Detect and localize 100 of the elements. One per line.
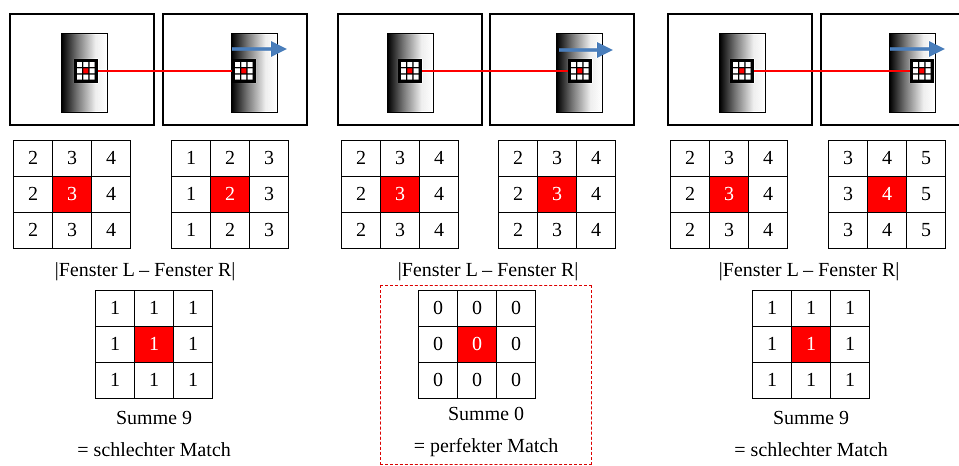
table-cell: 2: [671, 177, 709, 212]
table-cell: 3: [53, 177, 91, 212]
result-text: = schlechter Match: [77, 438, 231, 463]
pixel-window-icon: [568, 59, 592, 83]
table-cell: 1: [135, 363, 173, 398]
connector-line: [98, 70, 232, 72]
table-cell: 1: [753, 363, 791, 398]
table-cell: 4: [577, 141, 615, 176]
table-cell: 2: [342, 141, 380, 176]
table-cell: 0: [458, 327, 496, 362]
table-cell: 1: [172, 213, 210, 248]
table-cell: 3: [250, 141, 288, 176]
table-cell: 4: [92, 177, 130, 212]
table-cell: 0: [497, 363, 535, 398]
table-cell: 2: [499, 141, 537, 176]
table-cell: 5: [907, 177, 945, 212]
connector-line: [422, 70, 568, 72]
table-cell: 2: [14, 213, 52, 248]
table-cell: 2: [211, 141, 249, 176]
image-frame: [820, 13, 959, 126]
table-cell: 4: [420, 177, 458, 212]
table-cell: 3: [829, 141, 867, 176]
table-cell: 5: [907, 213, 945, 248]
table-cell: 1: [96, 363, 134, 398]
table-cell: 0: [497, 327, 535, 362]
table-cell: 1: [753, 291, 791, 326]
table-cell: 1: [172, 177, 210, 212]
table-cell: 4: [868, 177, 906, 212]
table-cell: 3: [53, 141, 91, 176]
table-cell: 4: [92, 141, 130, 176]
table-cell: 4: [420, 213, 458, 248]
table-cell: 1: [96, 327, 134, 362]
table-cell: 1: [135, 291, 173, 326]
table-cell: 1: [831, 363, 869, 398]
table-cell: 1: [135, 327, 173, 362]
table-cell: 3: [250, 213, 288, 248]
table-cell: 1: [792, 363, 830, 398]
table-cell: 4: [749, 141, 787, 176]
table-cell: 1: [831, 291, 869, 326]
table-cell: 2: [14, 141, 52, 176]
pixel-window-icon: [910, 59, 934, 83]
table-cell: 1: [174, 327, 212, 362]
table-cell: 3: [381, 177, 419, 212]
table-cell: 4: [868, 141, 906, 176]
table-cell: 3: [710, 177, 748, 212]
table-cell: 3: [538, 141, 576, 176]
table-cell: 4: [868, 213, 906, 248]
table-cell: 0: [419, 327, 457, 362]
table-cell: 4: [420, 141, 458, 176]
table-cell: 0: [419, 291, 457, 326]
table-cell: 5: [907, 141, 945, 176]
table-cell: 2: [342, 213, 380, 248]
pixel-window-icon: [232, 59, 256, 83]
formula-text: |Fenster L – Fenster R|: [718, 258, 900, 283]
pixel-window-icon: [398, 59, 422, 83]
table-cell: 2: [14, 177, 52, 212]
formula-text: |Fenster L – Fenster R|: [398, 258, 578, 283]
result-text: Summe 9: [116, 406, 192, 431]
table-cell: 3: [829, 177, 867, 212]
result-text: Summe 9: [772, 406, 850, 431]
table-cell: 4: [577, 213, 615, 248]
table-cell: 2: [342, 177, 380, 212]
image-frame: [162, 13, 308, 126]
table-cell: 2: [211, 213, 249, 248]
table-cell: 3: [538, 213, 576, 248]
table-cell: 2: [671, 141, 709, 176]
table-cell: 3: [381, 141, 419, 176]
table-cell: 3: [829, 213, 867, 248]
result-text: = schlechter Match: [734, 438, 888, 463]
image-frame: [667, 13, 813, 126]
pixel-window-icon: [730, 59, 754, 83]
table-cell: 3: [710, 213, 748, 248]
table-cell: 1: [174, 291, 212, 326]
table-cell: 3: [538, 177, 576, 212]
table-cell: 0: [458, 363, 496, 398]
result-text: = perfekter Match: [414, 434, 558, 459]
table-cell: 0: [458, 291, 496, 326]
table-cell: 0: [419, 363, 457, 398]
table-cell: 2: [499, 177, 537, 212]
result-text: Summe 0: [448, 402, 524, 427]
pixel-window-icon: [74, 59, 98, 83]
table-cell: 3: [250, 177, 288, 212]
table-cell: 3: [53, 213, 91, 248]
image-frame: [489, 13, 635, 126]
formula-text: |Fenster L – Fenster R|: [54, 258, 236, 283]
table-cell: 0: [497, 291, 535, 326]
table-cell: 1: [172, 141, 210, 176]
table-cell: 1: [96, 291, 134, 326]
table-cell: 1: [174, 363, 212, 398]
connector-line: [754, 70, 910, 72]
table-cell: 4: [749, 213, 787, 248]
table-cell: 2: [671, 213, 709, 248]
table-cell: 1: [753, 327, 791, 362]
table-cell: 1: [792, 291, 830, 326]
table-cell: 4: [749, 177, 787, 212]
table-cell: 3: [381, 213, 419, 248]
image-frame: [9, 13, 155, 126]
table-cell: 4: [577, 177, 615, 212]
table-cell: 1: [831, 327, 869, 362]
table-cell: 1: [792, 327, 830, 362]
